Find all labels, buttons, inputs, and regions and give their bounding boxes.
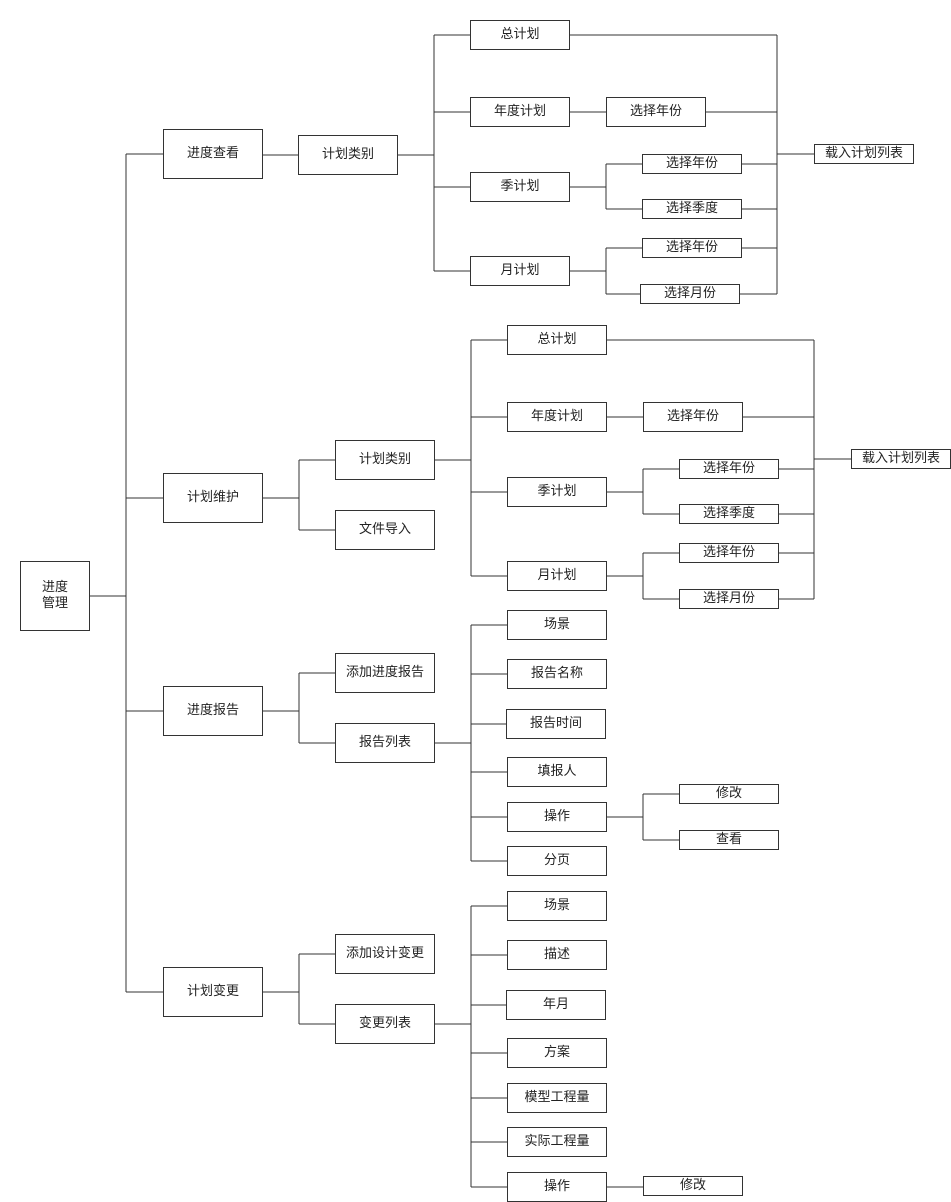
- node-r-add: 添加进度报告: [335, 653, 435, 693]
- node-v-month-year: 选择年份: [642, 238, 742, 258]
- node-r-list: 报告列表: [335, 723, 435, 763]
- node-r-operation: 操作: [507, 802, 607, 832]
- node-m-import: 文件导入: [335, 510, 435, 550]
- node-m-month-year: 选择年份: [679, 543, 779, 563]
- node-r-pagination: 分页: [507, 846, 607, 876]
- node-m-quarter: 季计划: [507, 477, 607, 507]
- node-m-quarter-select: 选择季度: [679, 504, 779, 524]
- node-change: 计划变更: [163, 967, 263, 1017]
- node-c-list: 变更列表: [335, 1004, 435, 1044]
- node-m-year: 年度计划: [507, 402, 607, 432]
- node-v-total: 总计划: [470, 20, 570, 50]
- node-c-actual-quantity: 实际工程量: [507, 1127, 607, 1157]
- node-v-year: 年度计划: [470, 97, 570, 127]
- node-c-edit: 修改: [643, 1176, 743, 1196]
- node-c-model-quantity: 模型工程量: [507, 1083, 607, 1113]
- node-v-quarter: 季计划: [470, 172, 570, 202]
- node-r-edit: 修改: [679, 784, 779, 804]
- node-c-plan: 方案: [507, 1038, 607, 1068]
- node-view: 进度查看: [163, 129, 263, 179]
- node-m-month: 月计划: [507, 561, 607, 591]
- node-m-type: 计划类别: [335, 440, 435, 480]
- node-r-time: 报告时间: [506, 709, 606, 739]
- node-v-month: 月计划: [470, 256, 570, 286]
- node-c-operation: 操作: [507, 1172, 607, 1202]
- node-report: 进度报告: [163, 686, 263, 736]
- node-r-filler: 填报人: [507, 757, 607, 787]
- node-m-year-select: 选择年份: [643, 402, 743, 432]
- node-v-quarter-year: 选择年份: [642, 154, 742, 174]
- node-r-name: 报告名称: [507, 659, 607, 689]
- node-r-scene: 场景: [507, 610, 607, 640]
- node-c-add: 添加设计变更: [335, 934, 435, 974]
- node-c-year-month: 年月: [506, 990, 606, 1020]
- node-m-quarter-year: 选择年份: [679, 459, 779, 479]
- node-r-view: 查看: [679, 830, 779, 850]
- node-v-year-select: 选择年份: [606, 97, 706, 127]
- node-v-type: 计划类别: [298, 135, 398, 175]
- node-v-quarter-select: 选择季度: [642, 199, 742, 219]
- node-root: 进度 管理: [20, 561, 90, 631]
- node-maintain: 计划维护: [163, 473, 263, 523]
- node-v-load-list: 载入计划列表: [814, 144, 914, 164]
- node-c-description: 描述: [507, 940, 607, 970]
- node-m-month-select: 选择月份: [679, 589, 779, 609]
- node-m-total: 总计划: [507, 325, 607, 355]
- node-v-month-select: 选择月份: [640, 284, 740, 304]
- node-c-scene: 场景: [507, 891, 607, 921]
- node-m-load-list: 载入计划列表: [851, 449, 951, 469]
